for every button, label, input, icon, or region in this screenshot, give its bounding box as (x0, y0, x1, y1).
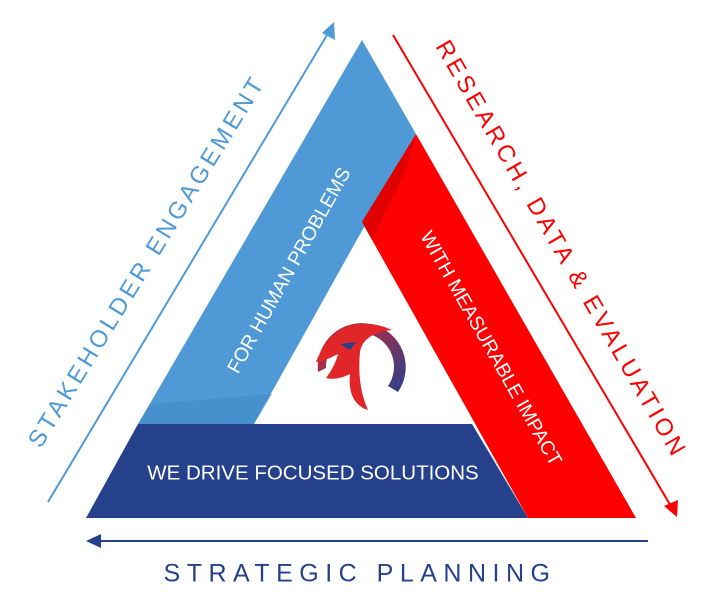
stakeholder-arrow (47, 22, 335, 503)
triangle-right-side-shade (362, 134, 416, 240)
bottom-side-label: WE DRIVE FOCUSED SOLUTIONS (147, 461, 478, 484)
research-arrow (392, 34, 678, 517)
triangle-left-side (138, 40, 416, 424)
triangle-left-side-shade (138, 394, 272, 424)
triangle-bottom-side (86, 424, 528, 518)
strategic-arrow (86, 534, 648, 548)
strategic-planning-label: STRATEGIC PLANNING (164, 560, 557, 588)
eagle-head-icon (316, 323, 406, 410)
triangle-right-side (362, 134, 636, 518)
